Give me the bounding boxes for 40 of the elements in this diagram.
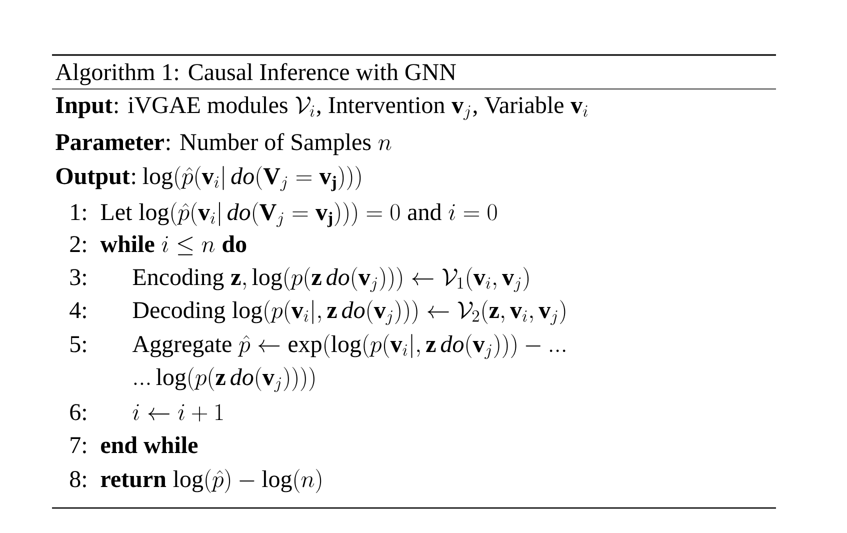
algorithm-text: Aggregate: [132, 336, 232, 358]
algorithm-text: , Intervention: [316, 97, 445, 117]
formula: $\log(\hat{p}(\mathbf{v}_i|\,\mathit{do}(\mathbf{V}_j=\mathbf{v_j})))$: [142, 166, 361, 192]
algorithm-text: : Number of Samples: [166, 133, 371, 156]
formula: $i\leq n$: [162, 236, 215, 256]
formula: $...\log(p(\mathbf{z}\,\mathit{do}(\mathbf{v}_j))))$: [134, 367, 314, 392]
line-number: 4:: [70, 302, 86, 318]
formula: $i\leftarrow i+1$: [132, 404, 223, 422]
formula: $n$: [378, 139, 392, 150]
keyword: while: [100, 235, 154, 252]
keyword: Output: [56, 168, 130, 190]
line-number: 1:: [71, 204, 86, 220]
algorithm-text: Encoding: [132, 268, 224, 290]
line-number: 7:: [70, 437, 86, 454]
line-number: 8:: [70, 471, 86, 488]
keyword: do: [222, 235, 246, 252]
algorithm-text: Let: [100, 204, 132, 220]
formula: $\log(\hat{p})-\log(n)$: [173, 469, 322, 493]
formula: $\mathcal{V}_i$: [296, 96, 314, 117]
formula: $\mathbf{v}_j$: [452, 102, 470, 120]
algorithm-text: , Variable: [473, 96, 564, 117]
keyword: end while: [101, 436, 198, 454]
line-number: 6:: [70, 404, 86, 420]
algorithm-text: and: [408, 203, 442, 220]
algorithm-text: :: [132, 172, 136, 184]
formula: $\mathbf{z},\log(p(\mathbf{z}\,\mathit{do}(\mathbf{v}_j)))\leftarrow\mathcal{V}_1(\mathbf{v}_i,\mathbf{v}_j)$: [231, 267, 529, 292]
line-number: 2:: [70, 236, 86, 252]
algorithm-text: : iVGAE modules: [114, 96, 288, 114]
line-number: 3:: [70, 269, 86, 286]
keyword: Parameter: [56, 134, 164, 150]
line-number: 5:: [70, 336, 86, 352]
formula: $\log(p(\mathbf{v}_i|,\mathbf{z}\,\mathit{do}(\mathbf{v}_j)))\leftarrow\mathcal{V}_2(\mathbf{z},\mathbf{v}_i,\mathbf{v}_j)$: [232, 300, 566, 325]
algorithm-text: Decoding: [132, 301, 226, 324]
formula: $\mathbf{v}_i$: [570, 102, 588, 117]
keyword: return: [100, 473, 166, 488]
formula: $i=0$: [448, 204, 497, 220]
formula: $\hat{p}\leftarrow\exp(\log(p(\mathbf{v}_i|,\mathbf{z}\,\mathit{do}(\mathbf{v}_j)))-...$: [238, 334, 566, 359]
algorithm-title: Algorithm 1: Causal Inference with GNN: [55, 63, 456, 86]
keyword: Input: [56, 97, 112, 118]
formula: $\log(\hat{p}(\mathbf{v}_i|\,\mathit{do}(\mathbf{V}_j=\mathbf{v_j})))=0$: [139, 202, 400, 228]
